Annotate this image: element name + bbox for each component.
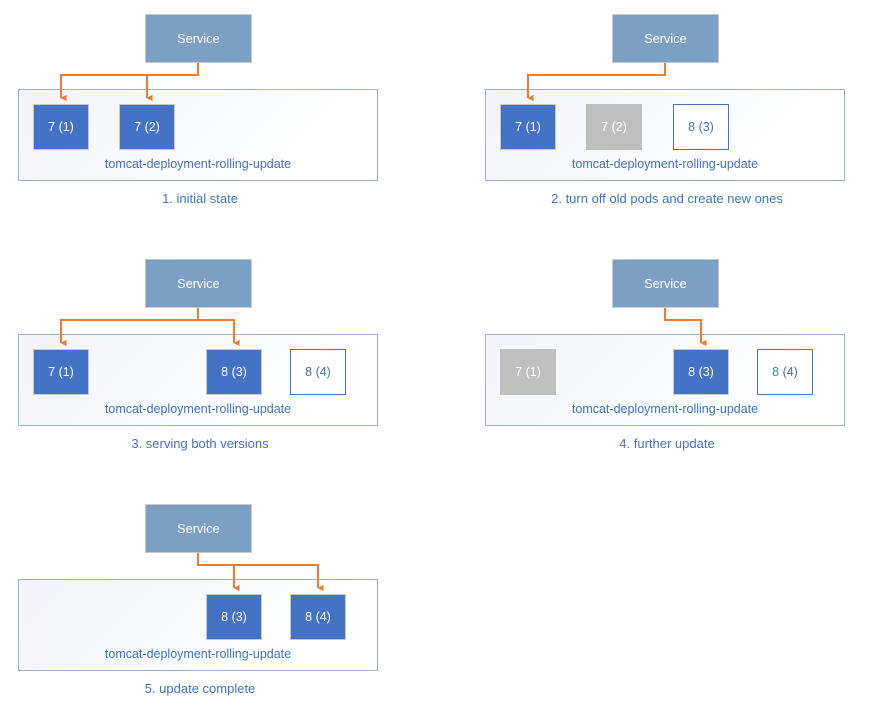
pod-label: 8 (3) bbox=[688, 120, 714, 134]
deployment-label: tomcat-deployment-rolling-update bbox=[104, 647, 292, 661]
deployment-label: tomcat-deployment-rolling-update bbox=[571, 157, 759, 171]
panel-caption: 3. serving both versions bbox=[131, 436, 269, 451]
service-label: Service bbox=[177, 31, 220, 46]
pod-8-4[interactable]: 8 (4) bbox=[290, 594, 346, 640]
panel-caption: 2. turn off old pods and create new ones bbox=[551, 191, 783, 206]
pod-7-2[interactable]: 7 (2) bbox=[119, 104, 175, 150]
pod-8-3[interactable]: 8 (3) bbox=[206, 594, 262, 640]
service-box[interactable]: Service bbox=[145, 504, 252, 553]
panel-update-complete: Service tomcat-deployment-rolling-update… bbox=[0, 490, 400, 720]
deployment-label: tomcat-deployment-rolling-update bbox=[104, 402, 292, 416]
panel-further-update: Service tomcat-deployment-rolling-update… bbox=[467, 245, 867, 475]
pod-label: 8 (3) bbox=[221, 365, 247, 379]
pod-label: 7 (1) bbox=[48, 365, 74, 379]
service-label: Service bbox=[644, 276, 687, 291]
pod-label: 8 (3) bbox=[221, 610, 247, 624]
panel-caption: 5. update complete bbox=[144, 681, 256, 696]
pod-label: 8 (3) bbox=[688, 365, 714, 379]
service-box[interactable]: Service bbox=[612, 259, 719, 308]
pod-8-4[interactable]: 8 (4) bbox=[290, 349, 346, 395]
deployment-label: tomcat-deployment-rolling-update bbox=[571, 402, 759, 416]
pod-8-3[interactable]: 8 (3) bbox=[206, 349, 262, 395]
pod-7-1[interactable]: 7 (1) bbox=[33, 349, 89, 395]
pod-8-4[interactable]: 8 (4) bbox=[757, 349, 813, 395]
pod-7-1[interactable]: 7 (1) bbox=[500, 104, 556, 150]
pod-8-3[interactable]: 8 (3) bbox=[673, 104, 729, 150]
pod-label: 7 (2) bbox=[601, 120, 627, 134]
service-label: Service bbox=[177, 276, 220, 291]
service-box[interactable]: Service bbox=[145, 14, 252, 63]
pod-8-3[interactable]: 8 (3) bbox=[673, 349, 729, 395]
pod-7-1[interactable]: 7 (1) bbox=[33, 104, 89, 150]
panel-turn-off-old-pods: Service tomcat-deployment-rolling-update… bbox=[467, 0, 867, 230]
panel-serving-both-versions: Service tomcat-deployment-rolling-update… bbox=[0, 245, 400, 475]
pod-label: 7 (2) bbox=[134, 120, 160, 134]
pod-label: 7 (1) bbox=[515, 120, 541, 134]
pod-7-1[interactable]: 7 (1) bbox=[500, 349, 556, 395]
pod-label: 8 (4) bbox=[305, 365, 331, 379]
panel-initial-state: Service tomcat-deployment-rolling-update… bbox=[0, 0, 400, 230]
pod-label: 8 (4) bbox=[772, 365, 798, 379]
panel-caption: 4. further update bbox=[619, 436, 715, 451]
pod-label: 7 (1) bbox=[48, 120, 74, 134]
service-box[interactable]: Service bbox=[612, 14, 719, 63]
service-label: Service bbox=[644, 31, 687, 46]
pod-7-2[interactable]: 7 (2) bbox=[586, 104, 642, 150]
pod-label: 7 (1) bbox=[515, 365, 541, 379]
deployment-label: tomcat-deployment-rolling-update bbox=[104, 157, 292, 171]
service-label: Service bbox=[177, 521, 220, 536]
pod-label: 8 (4) bbox=[305, 610, 331, 624]
panel-caption: 1. initial state bbox=[162, 191, 238, 206]
service-box[interactable]: Service bbox=[145, 259, 252, 308]
